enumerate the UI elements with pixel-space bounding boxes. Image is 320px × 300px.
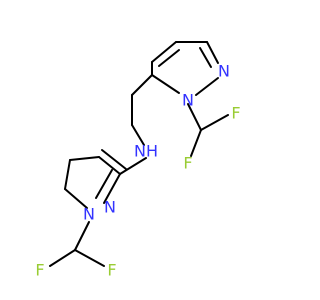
bond bbox=[151, 74, 180, 94]
f-bottom-left-label: F bbox=[35, 261, 44, 280]
f-top-right-label: F bbox=[231, 104, 240, 123]
bond bbox=[190, 129, 202, 157]
bond bbox=[69, 156, 100, 161]
bond bbox=[200, 114, 229, 131]
n-top-ring-label: N bbox=[218, 62, 230, 81]
bond bbox=[64, 159, 71, 190]
bond bbox=[74, 249, 105, 267]
n1-bottom-ring-label: N bbox=[83, 205, 95, 224]
bonds bbox=[49, 41, 229, 267]
bond bbox=[101, 149, 127, 170]
bond bbox=[199, 47, 212, 68]
bond bbox=[151, 41, 177, 63]
bond bbox=[74, 221, 90, 251]
bond bbox=[119, 157, 147, 175]
bond bbox=[98, 156, 121, 175]
nh-linker-label: NH bbox=[134, 142, 158, 161]
atom-labels: N N F F NH N N F F bbox=[35, 62, 240, 280]
molecule-structure: N N F F NH N N F F bbox=[35, 41, 241, 280]
molecule-structure-canvas: N N F F NH N N F F bbox=[35, 41, 241, 280]
f-top-left-label: F bbox=[183, 154, 192, 173]
bond bbox=[131, 124, 145, 146]
bond bbox=[131, 74, 153, 96]
bond bbox=[103, 173, 121, 204]
bond bbox=[206, 41, 219, 64]
bond bbox=[64, 188, 88, 209]
f-bottom-right-label: F bbox=[107, 261, 116, 280]
n1-top-ring-label: N bbox=[182, 91, 194, 110]
bond bbox=[49, 249, 76, 267]
n-bottom-ring-label: N bbox=[104, 198, 116, 217]
bond bbox=[158, 49, 180, 67]
bond bbox=[195, 77, 219, 96]
bond bbox=[95, 169, 113, 199]
bond bbox=[187, 103, 202, 131]
